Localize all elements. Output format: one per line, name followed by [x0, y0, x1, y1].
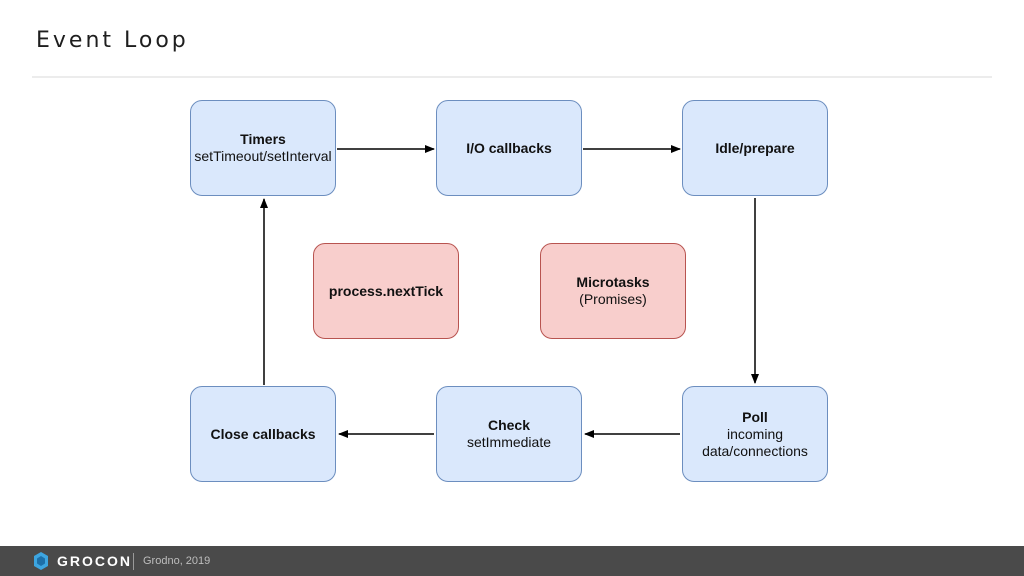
footer-bar: GROCON Grodno, 2019 [0, 546, 1024, 576]
phase-io-callbacks: I/O callbacks [436, 100, 582, 196]
queue-process-nexttick: process.nextTick [313, 243, 459, 339]
phase-poll: Poll incoming data/connections [682, 386, 828, 482]
phase-check-title: Check [487, 417, 531, 433]
footer-event: Grodno, 2019 [143, 555, 211, 567]
phase-poll-line1: incoming [726, 425, 784, 442]
phase-timers-title: Timers [240, 131, 286, 147]
phase-close-callbacks: Close callbacks [190, 386, 336, 482]
phase-check: Check setImmediate [436, 386, 582, 482]
phase-close-title: Close callbacks [210, 425, 316, 442]
grocon-logo-icon [34, 552, 48, 570]
phase-timers: Timers setTimeout/setInterval [190, 100, 336, 196]
queue-microtasks-title: Microtasks [576, 274, 650, 290]
queue-microtasks-detail: (Promises) [579, 291, 647, 307]
phase-poll-title: Poll [742, 408, 768, 425]
title-divider [32, 76, 992, 78]
queue-nexttick-title: process.nextTick [328, 282, 444, 299]
queue-microtasks: Microtasks (Promises) [540, 243, 686, 339]
phase-io-title: I/O callbacks [466, 139, 552, 156]
footer-separator [133, 553, 134, 570]
phase-poll-line2: data/connections [702, 442, 808, 459]
phase-timers-detail: setTimeout/setInterval [194, 148, 332, 164]
phase-check-detail: setImmediate [466, 434, 552, 450]
phase-idle-title: Idle/prepare [715, 139, 795, 156]
slide-title: Event Loop [36, 28, 189, 53]
footer-brand: GROCON [57, 553, 132, 569]
phase-idle-prepare: Idle/prepare [682, 100, 828, 196]
